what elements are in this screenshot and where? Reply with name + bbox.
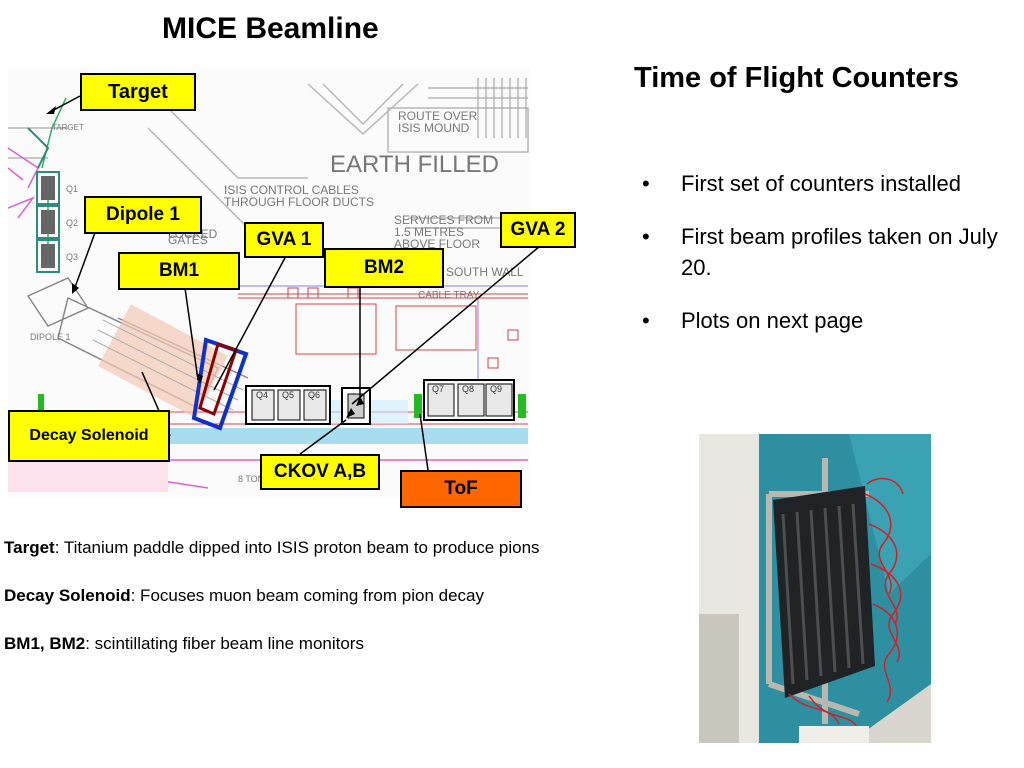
slide-title: MICE Beamline — [162, 12, 379, 45]
section-title: Time of Flight Counters — [634, 62, 959, 94]
definition-decay-solenoid: Decay Solenoid: Focuses muon beam coming… — [4, 586, 484, 606]
definition-term: Target — [4, 538, 55, 557]
bullet-dot: • — [642, 308, 650, 333]
definition-text: : Titanium paddle dipped into ISIS proto… — [54, 538, 540, 557]
drawing-through-floor-ducts: THROUGH FLOOR DUCTS — [224, 195, 374, 209]
drawing-q5: Q5 — [282, 390, 294, 400]
definition-text: : Focuses muon beam coming from pion dec… — [130, 586, 484, 605]
drawing-q7: Q7 — [432, 384, 444, 394]
callout-gva-1: GVA 1 — [244, 222, 324, 258]
drawing-isis-control-cables: ISIS CONTROL CABLES — [224, 183, 359, 197]
definition-term: Decay Solenoid — [4, 586, 131, 605]
drawing-earth-filled: EARTH FILLED — [330, 151, 499, 178]
bullet-item: • Plots on next page — [642, 305, 1012, 336]
drawing-isis-mound: ISIS MOUND — [398, 121, 470, 135]
definition-text: : scintillating fiber beam line monitors — [85, 634, 364, 653]
drawing-target-label: TARGET — [52, 123, 84, 132]
callout-dipole-1: Dipole 1 — [84, 196, 202, 234]
drawing-q8: Q8 — [462, 384, 474, 394]
tof-counter-photo — [699, 434, 931, 743]
bullet-item: • First set of counters installed — [642, 168, 1012, 199]
drawing-cable-tray: CABLE TRAY — [418, 290, 480, 301]
drawing-route-over: ROUTE OVER — [398, 109, 478, 123]
bullet-dot: • — [642, 171, 650, 196]
drawing-q6: Q6 — [308, 390, 320, 400]
drawing-q1: Q1 — [66, 184, 78, 194]
drawing-q9: Q9 — [490, 384, 502, 394]
drawing-south-wall: SOUTH WALL — [446, 265, 524, 279]
callout-gva-2: GVA 2 — [500, 212, 576, 248]
drawing-q4: Q4 — [256, 390, 268, 400]
drawing-dipole1: DIPOLE 1 — [30, 332, 71, 342]
drawing-gates: GATES — [168, 233, 208, 247]
definition-term: BM1, BM2 — [4, 634, 86, 653]
callout-tof: ToF — [400, 470, 522, 508]
drawing-metres: 1.5 METRES — [394, 225, 464, 239]
bullet-item: • First beam profiles taken on July 20. — [642, 221, 1012, 283]
callout-decay-solenoid: Decay Solenoid — [8, 410, 170, 462]
callout-bm1: BM1 — [118, 252, 240, 290]
bullet-text: First set of counters installed — [681, 171, 962, 196]
drawing-services-from: SERVICES FROM — [394, 213, 493, 227]
callout-ckov: CKOV A,B — [260, 454, 380, 490]
callout-target: Target — [80, 73, 196, 111]
definition-bm: BM1, BM2: scintillating fiber beam line … — [4, 634, 364, 654]
bullet-text: First beam profiles taken on July 20. — [681, 224, 998, 280]
drawing-q3: Q3 — [66, 252, 78, 262]
definition-target: Target: Titanium paddle dipped into ISIS… — [4, 538, 540, 558]
bullet-list: • First set of counters installed • First … — [642, 168, 1012, 358]
bullet-text: Plots on next page — [681, 308, 864, 333]
bullet-dot: • — [642, 224, 650, 249]
callout-bm2: BM2 — [324, 248, 444, 288]
drawing-q2: Q2 — [66, 218, 78, 228]
